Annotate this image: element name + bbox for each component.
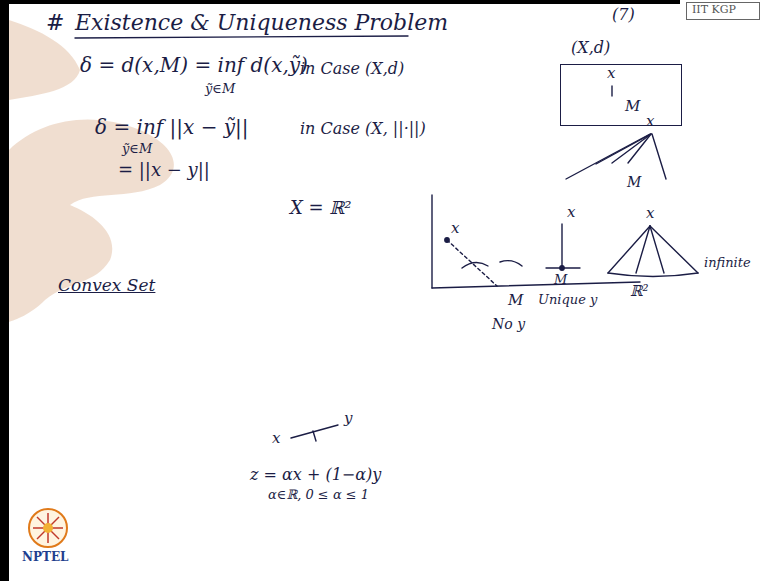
cone-line <box>652 134 666 179</box>
frame-band <box>0 0 9 581</box>
perpendicular-line <box>561 224 562 267</box>
set-region: M <box>563 162 669 198</box>
note-text: δ = inf ||x − ỹ|| <box>95 116 249 139</box>
note-text: α∈ℝ, 0 ≤ α ≤ 1 <box>268 488 369 503</box>
note-text: infinite <box>704 256 751 271</box>
note-text: ℝ² <box>630 283 648 300</box>
note-text: M <box>508 292 523 309</box>
underline <box>75 36 408 38</box>
heading: Existence & Uniqueness Problem <box>75 10 448 35</box>
note-text: in Case (X, ||·||) <box>300 120 426 138</box>
note-text: in Case (X,d) <box>300 60 404 78</box>
point-label: M <box>625 98 640 115</box>
note-text: No y <box>492 316 525 332</box>
point-label: x <box>272 430 280 447</box>
cone-line <box>566 134 650 179</box>
note-text: x <box>567 204 575 221</box>
hand-shape <box>9 120 174 322</box>
fan-line <box>608 226 650 273</box>
hand-shape <box>9 20 80 100</box>
cone-line <box>612 134 651 163</box>
note-text: (7) <box>612 6 635 24</box>
note-text: = ||x − y|| <box>118 160 210 181</box>
point-label: y <box>344 410 352 427</box>
note-text: x <box>451 220 459 237</box>
axis-line <box>432 282 640 288</box>
note-text: x <box>646 113 654 130</box>
point-dot <box>560 266 564 270</box>
arc-base <box>608 273 698 277</box>
stamp-box: IIT KGP <box>686 2 760 20</box>
fan-line <box>650 226 698 273</box>
set-region: M <box>573 95 659 121</box>
note-text: x <box>646 205 654 222</box>
note-text: Convex Set <box>58 276 155 296</box>
cone-line <box>596 134 651 164</box>
note-text: z = αx + (1−α)y <box>250 466 381 484</box>
nptel-logo <box>29 509 67 547</box>
arc-mark <box>500 261 522 266</box>
note-text: ỹ∈M <box>122 142 152 157</box>
dotted-line <box>447 240 497 286</box>
note-text: M <box>554 273 567 288</box>
arc-mark <box>462 262 488 268</box>
fan-line <box>636 226 650 273</box>
logo-text: NPTEL <box>22 551 69 565</box>
point-label: M <box>627 174 641 190</box>
note-text: # <box>46 10 64 35</box>
frame-band <box>0 0 680 4</box>
space-label: (X,d) <box>571 39 610 57</box>
note-text: X = ℝ² <box>290 198 352 219</box>
point-label: IIT KGP <box>692 4 736 17</box>
note-text: ỹ∈M <box>205 82 235 97</box>
tick-mark <box>313 431 316 441</box>
distance-line <box>611 86 612 96</box>
set-region: xy <box>250 398 372 460</box>
fan-line <box>650 226 664 273</box>
space-box: (X,d)xM <box>560 64 682 126</box>
note-text: Unique y <box>538 293 597 308</box>
axis-line <box>431 195 432 288</box>
point-label: x <box>607 65 615 82</box>
note-text: δ = d(x,M) = inf d(x,ỹ) <box>80 54 308 77</box>
